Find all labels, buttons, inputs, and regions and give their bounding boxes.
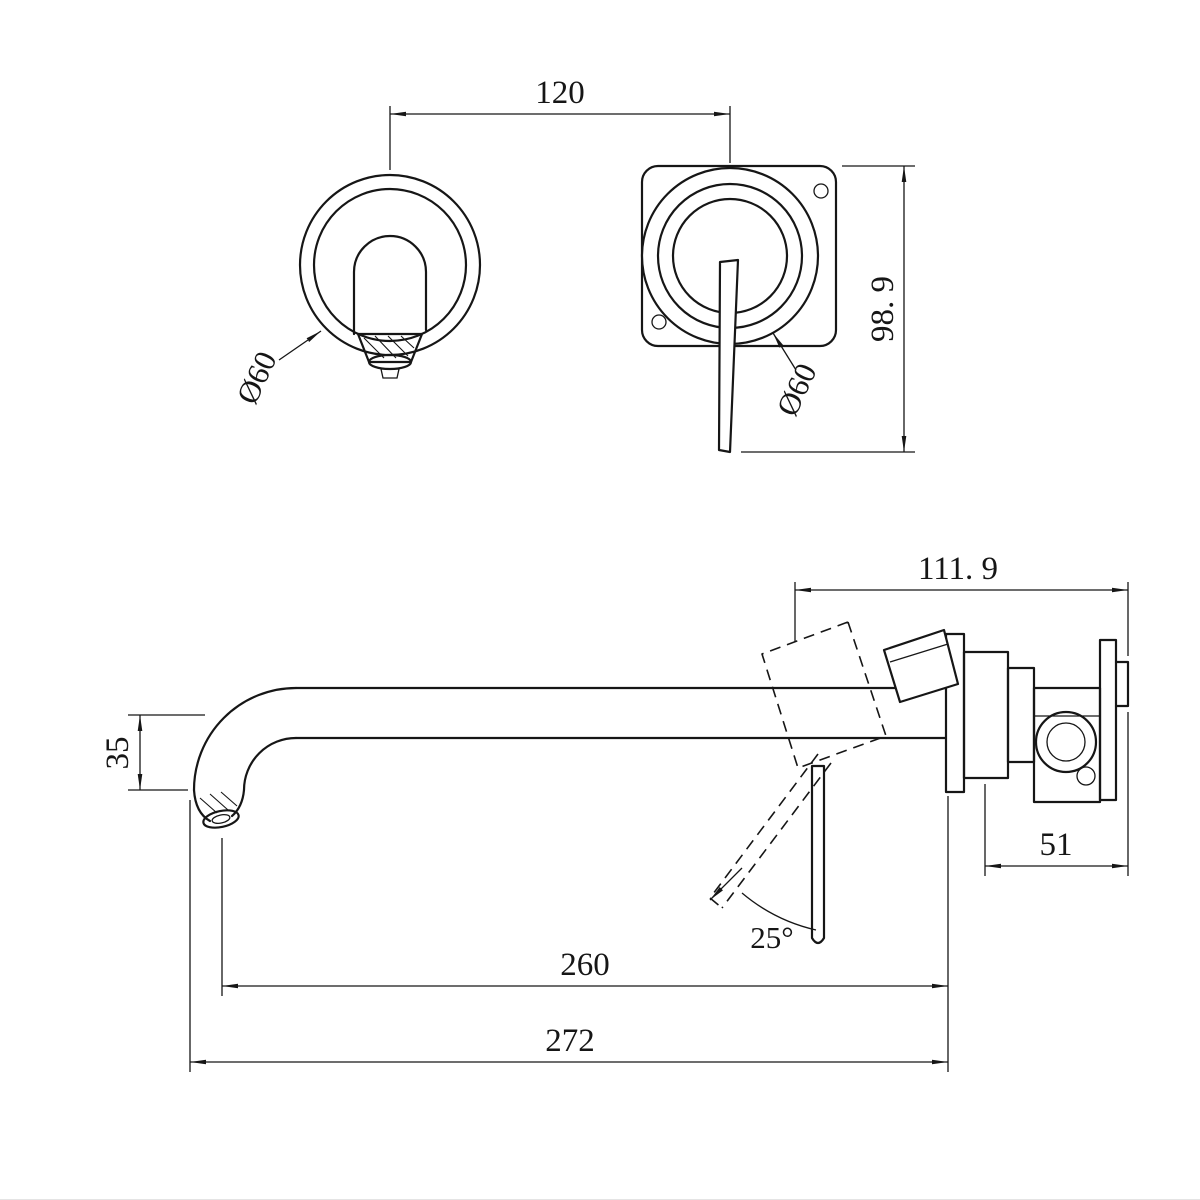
spout-bend-outer-arc xyxy=(192,686,298,792)
inlet-port-small xyxy=(1076,766,1096,786)
spout-tip-hatching xyxy=(363,335,415,359)
spout-plate-front xyxy=(298,173,482,379)
spout-plate-inner-circle xyxy=(312,187,468,343)
spout-bend-inner-arc xyxy=(242,736,298,792)
angle-arc xyxy=(741,892,817,931)
dim-272-text: 272 xyxy=(545,1023,595,1059)
dim-height: 98. 9 xyxy=(741,165,915,453)
handle-lever-dashed-left xyxy=(709,753,819,899)
leader-line xyxy=(278,330,322,361)
angle-25-text: 25° xyxy=(750,920,793,955)
dim-behind-wall: 51 xyxy=(984,712,1129,876)
valve-body-block xyxy=(1032,686,1102,804)
dim-120-text: 120 xyxy=(535,75,585,111)
label-spout-plate-diameter: Ø60 xyxy=(229,330,322,409)
inlet-port-outer xyxy=(1034,710,1098,774)
spout-side xyxy=(192,686,948,829)
spout-aerator-nub xyxy=(380,368,400,379)
handle-lever-solid xyxy=(810,764,826,945)
dim-spout-drop: 35 xyxy=(100,714,205,791)
handle-lever-dashed-right xyxy=(721,762,832,909)
mixer-plate-front xyxy=(640,164,838,454)
dim-spout-reach: 260 xyxy=(221,796,949,1072)
screw-hole-bottom-left xyxy=(651,314,667,330)
handle-dome-detail xyxy=(889,643,949,663)
mixer-handle-lever-front xyxy=(717,258,740,454)
dim-260-text: 260 xyxy=(560,947,610,983)
dim-51-text: 51 xyxy=(1040,827,1073,863)
spout-tip-hatching-side xyxy=(199,791,238,814)
dia-60-left-text: Ø60 xyxy=(229,346,283,409)
dim-center-distance: 120 xyxy=(389,75,731,170)
dim-35-text: 35 xyxy=(100,737,136,770)
aerator-face-inner-ellipse xyxy=(211,814,231,824)
handle-dome-solid xyxy=(882,628,960,704)
body-neck xyxy=(1006,666,1036,764)
dim-98-9-text: 98. 9 xyxy=(865,276,901,342)
spout-tip-left-edge xyxy=(192,788,212,823)
front-view: 120 98. 9 Ø60 Ø60 xyxy=(229,75,915,454)
leader-line xyxy=(772,332,797,371)
rear-flange xyxy=(1098,638,1118,802)
handle-side: 25° xyxy=(709,621,960,955)
handle-lever-dashed-endcap xyxy=(709,897,723,909)
rear-fitting xyxy=(1114,660,1130,708)
side-view: 25° 111. 9 51 35 260 xyxy=(100,551,1130,1072)
swing-direction-arrow xyxy=(709,867,743,901)
handle-dome-dashed xyxy=(761,621,887,769)
dim-top-depth: 111. 9 xyxy=(794,551,1129,656)
in-wall-body-side xyxy=(944,632,1130,804)
dim-overall-length: 272 xyxy=(189,800,948,1072)
spout-tip-right-edge xyxy=(230,788,246,818)
cartridge-housing xyxy=(962,650,1010,780)
spout-arch-outline xyxy=(352,234,428,336)
dia-60-right-text: Ø60 xyxy=(769,358,823,421)
aerator-face-ellipse xyxy=(202,809,240,829)
screw-hole-top-right xyxy=(813,183,829,199)
inlet-port-inner xyxy=(1046,722,1086,762)
dim-111-9-text: 111. 9 xyxy=(918,551,998,587)
spout-plate-outer-circle xyxy=(298,173,482,357)
